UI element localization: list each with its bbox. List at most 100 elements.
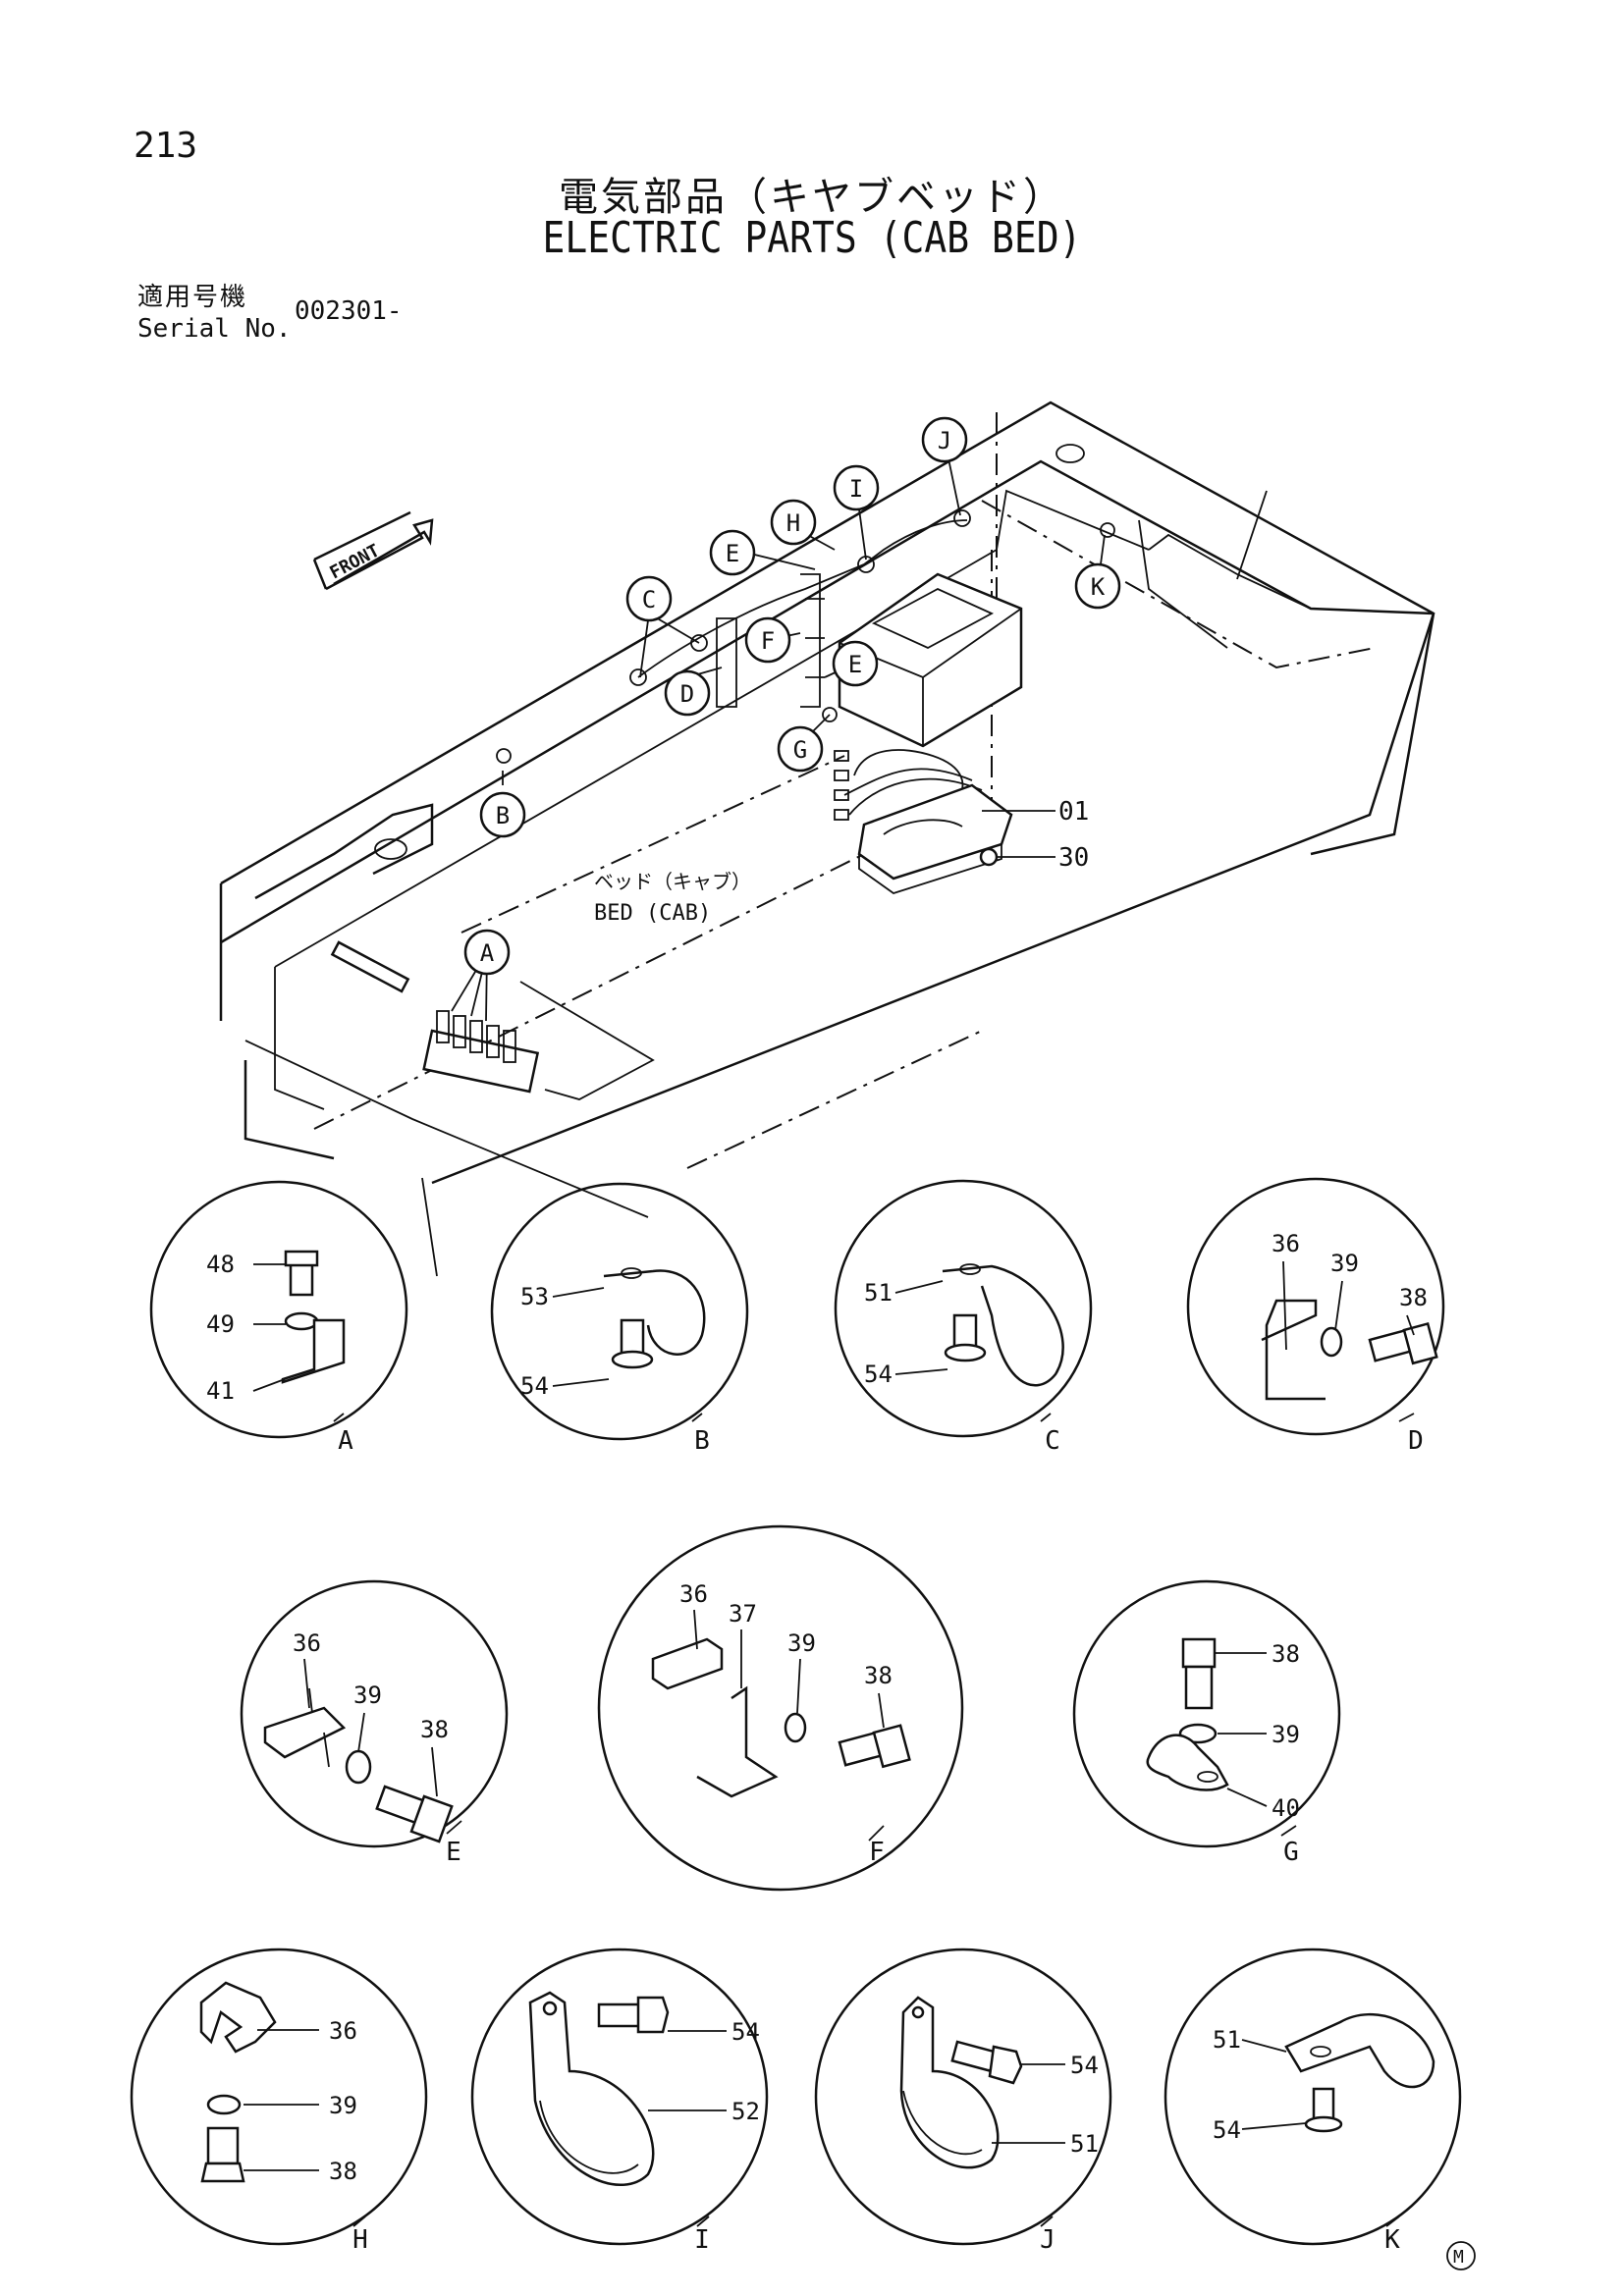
callout-circle <box>463 929 511 976</box>
part-number-label: 39 <box>329 2092 357 2119</box>
detail-letter: E <box>446 1838 461 1867</box>
detail-i-parts <box>528 1991 727 2186</box>
part-number-label: 36 <box>329 2017 357 2045</box>
callout-letter: B <box>496 802 510 829</box>
part-number-label: 36 <box>679 1580 708 1608</box>
part-number-label: 54 <box>864 1361 893 1388</box>
part-number-label: 38 <box>420 1716 449 1743</box>
part-number-label: 52 <box>731 2098 760 2125</box>
part-number-label: 39 <box>787 1629 816 1657</box>
detail-e: E 36 39 38 <box>293 1629 461 1867</box>
callout-e: E <box>709 529 756 576</box>
callout-letter: C <box>642 586 656 614</box>
detail-g-parts <box>1146 1637 1268 1807</box>
callout-letter: H <box>786 509 800 537</box>
detail-d: D 36 39 38 <box>1272 1230 1428 1456</box>
detail-i: I 54 52 <box>694 2018 760 2255</box>
detail-letter: C <box>1045 1426 1060 1456</box>
callout-d: D <box>664 669 711 717</box>
front-label: FRONT <box>326 540 383 583</box>
detail-e-parts <box>263 1658 454 1843</box>
callout-circle <box>1074 562 1121 610</box>
callout-e: E <box>832 640 879 687</box>
part-number-label: 48 <box>206 1251 235 1278</box>
part-number-label: 49 <box>206 1310 235 1338</box>
serial-label: Serial No. <box>137 314 292 344</box>
part-number-label: 36 <box>293 1629 321 1657</box>
part-number-label: 51 <box>864 1279 893 1307</box>
part-number-label: 54 <box>731 2018 760 2046</box>
detail-j-parts <box>899 1996 1065 2169</box>
detail-letter: I <box>694 2225 710 2255</box>
detail-letter: F <box>869 1838 885 1867</box>
callout-circle <box>664 669 711 717</box>
detail-k-parts <box>1241 2012 1435 2133</box>
callout-a: A <box>463 929 511 976</box>
detail-letter: B <box>694 1426 710 1456</box>
detail-letter: K <box>1384 2225 1400 2255</box>
serial-label-japanese: 適用号機 <box>137 283 248 312</box>
callout-letter: F <box>761 627 775 655</box>
detail-b-parts <box>552 1267 706 1387</box>
part-number-label: 38 <box>1399 1284 1428 1311</box>
detail-c-parts <box>894 1263 1064 1387</box>
detail-h: H 36 39 38 <box>329 2017 368 2255</box>
part-number-01: 01 <box>1058 797 1089 827</box>
part-number-30: 30 <box>1058 843 1089 873</box>
page-title: ELECTRIC PARTS (CAB BED) <box>542 212 1082 263</box>
callout-circle <box>709 529 756 576</box>
callout-k: K <box>1074 562 1121 610</box>
detail-letter: G <box>1283 1838 1299 1867</box>
part-number-label: 36 <box>1272 1230 1300 1257</box>
detail-letter: H <box>352 2225 368 2255</box>
page-title-japanese: 電気部品（キヤブベッド） <box>559 175 1065 220</box>
detail-c: C 51 54 <box>864 1279 1060 1456</box>
detail-h-parts <box>199 1981 319 2183</box>
callout-f: F <box>744 616 791 664</box>
cab-bed-drawing: FRONT ベッド（キャブ） BED (CAB) <box>219 400 1435 1277</box>
callout-b: B <box>479 791 526 838</box>
detail-f-parts <box>651 1609 911 1798</box>
callout-g: G <box>777 725 824 773</box>
part-number-label: 53 <box>520 1283 549 1310</box>
footer-mark: M <box>1453 2247 1464 2268</box>
detail-f: F 36 37 39 38 <box>679 1580 893 1867</box>
callout-letter: I <box>849 475 863 503</box>
serial-number: 002301- <box>295 296 403 326</box>
detail-letter: A <box>338 1426 353 1456</box>
callout-letter: G <box>793 736 807 764</box>
detail-j: J 54 51 <box>1040 2052 1099 2255</box>
callout-letter: A <box>480 939 495 967</box>
part-number-label: 51 <box>1070 2130 1099 2158</box>
bed-label: BED (CAB) <box>594 901 711 926</box>
registered-mark-circle <box>1446 2241 1476 2270</box>
detail-letter: D <box>1408 1426 1424 1456</box>
callout-j: J <box>921 416 968 463</box>
part-number-label: 54 <box>1070 2052 1099 2079</box>
part-number-label: 37 <box>729 1600 757 1628</box>
callout-i: I <box>833 464 880 511</box>
callout-letter: D <box>680 680 694 708</box>
callout-circle <box>770 499 817 546</box>
callout-circle <box>744 616 791 664</box>
part-number-label: 54 <box>1213 2116 1241 2144</box>
detail-letter: J <box>1040 2225 1056 2255</box>
part-number-label: 39 <box>353 1682 382 1709</box>
callout-circle <box>832 640 879 687</box>
callout-circle <box>921 416 968 463</box>
callout-h: H <box>770 499 817 546</box>
part-number-label: 38 <box>864 1662 893 1689</box>
callout-letter: E <box>848 651 862 678</box>
part-number-label: 38 <box>329 2158 357 2185</box>
callout-letter: E <box>726 540 739 567</box>
callout-circle <box>777 725 824 773</box>
callout-circle <box>479 791 526 838</box>
callout-circle <box>833 464 880 511</box>
part-number-label: 54 <box>520 1372 549 1400</box>
callout-circle <box>625 575 673 622</box>
part-number-label: 39 <box>1330 1250 1359 1277</box>
